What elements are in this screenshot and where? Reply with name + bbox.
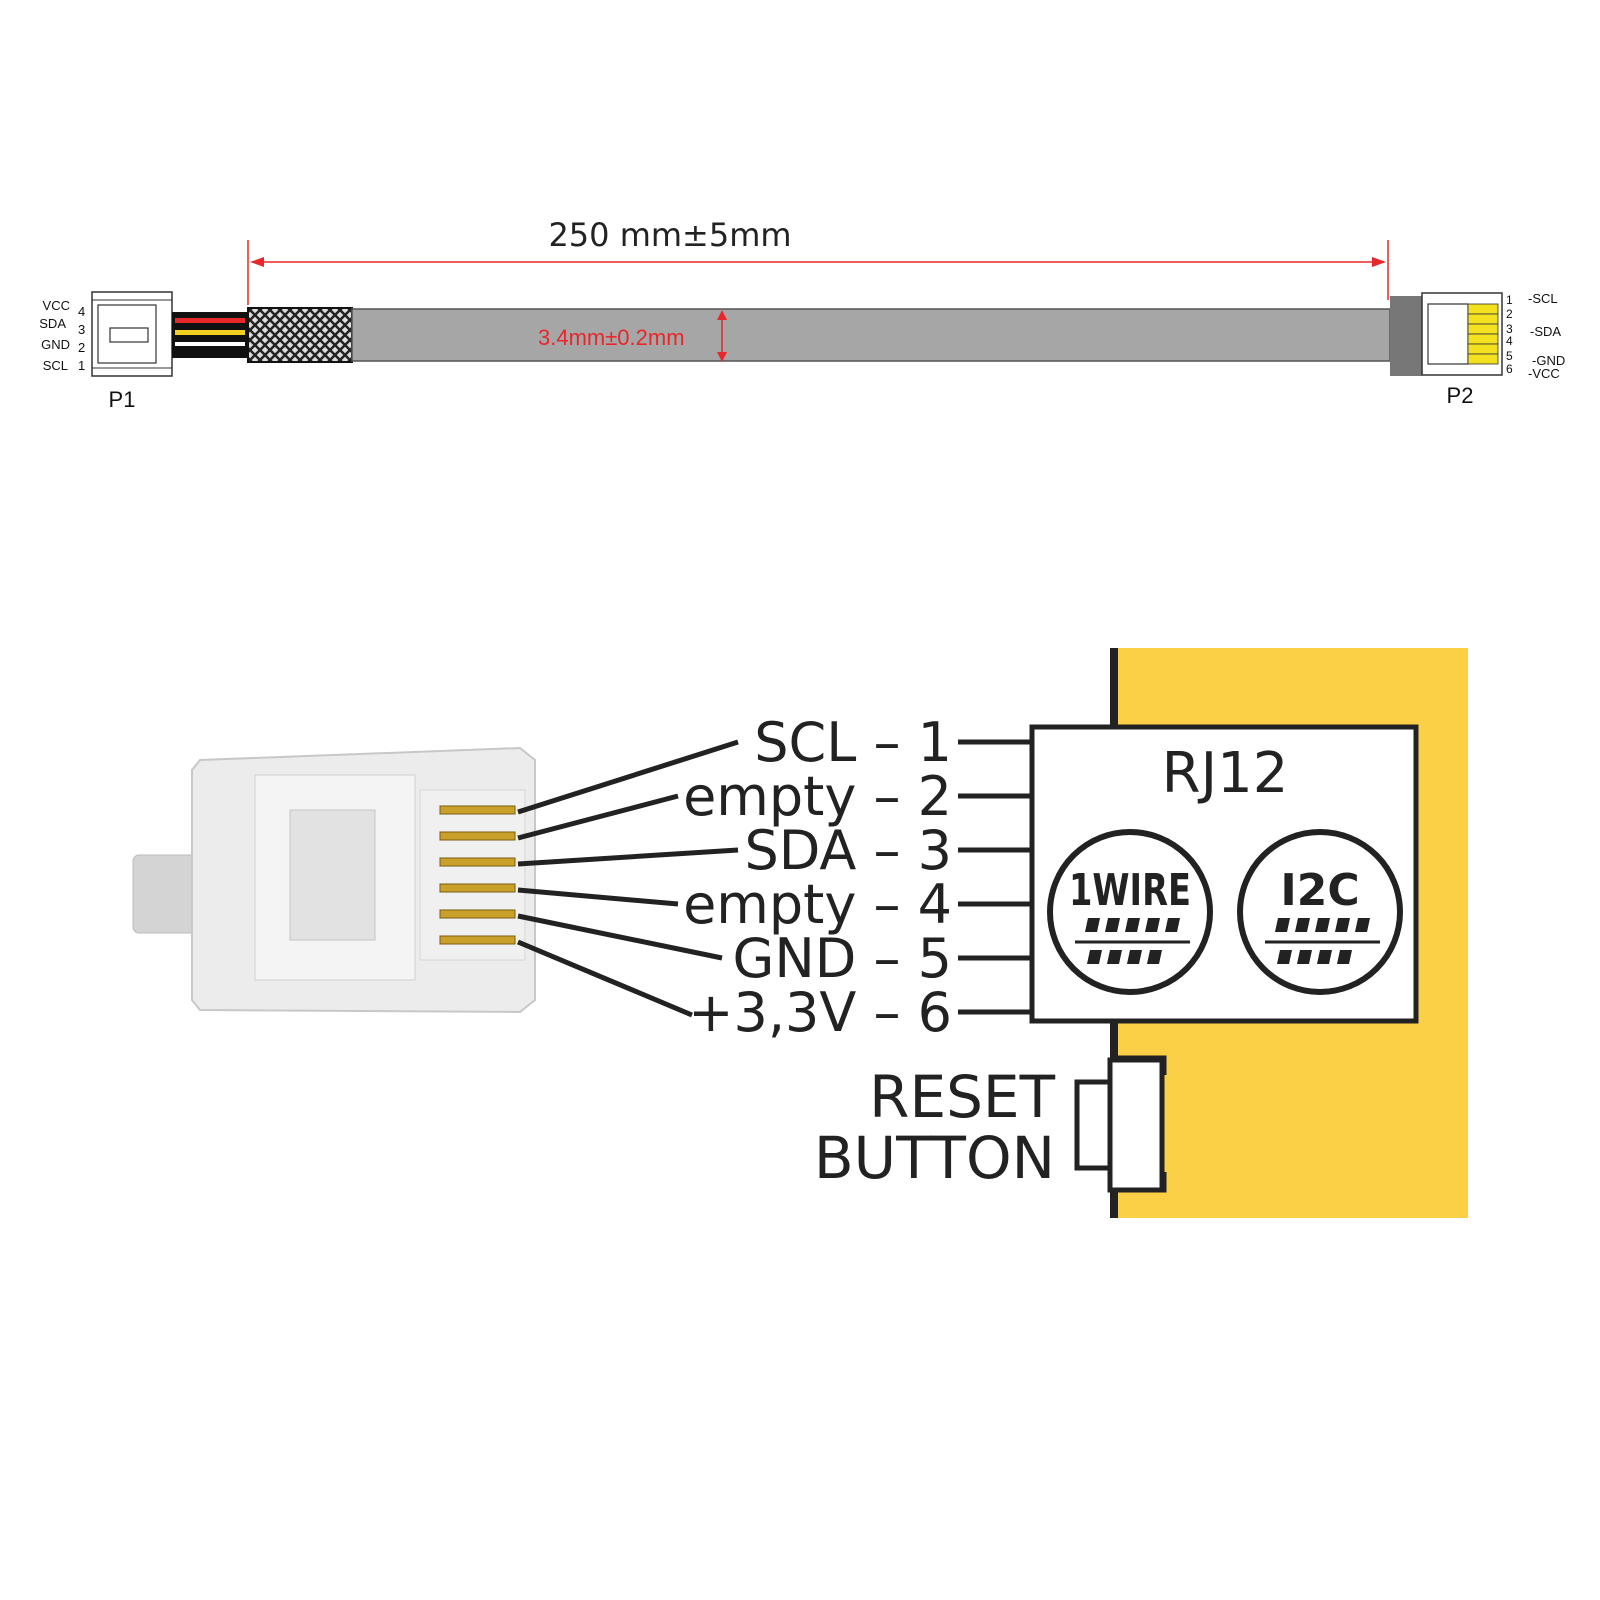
p2-pin-number: 3 <box>1506 322 1513 336</box>
length-dimension <box>247 240 1389 305</box>
p1-pin-labels: VCC 4 SDA 3 GND 2 SCL 1 <box>39 298 85 373</box>
p2-pin-number: 5 <box>1506 349 1513 363</box>
p2-label: P2 <box>1447 383 1474 408</box>
length-label: 250 mm±5mm <box>548 216 791 254</box>
p1-pin-name: GND <box>41 337 70 352</box>
rj12-label: RJ12 <box>1162 741 1289 806</box>
pin-label-3: SDA – 3 <box>744 819 952 882</box>
pin-label-4: empty – 4 <box>683 873 952 936</box>
p1-pin-name: VCC <box>43 298 70 313</box>
badge-1wire: 1WIRE <box>1047 829 1213 995</box>
pin-label-2: empty – 2 <box>683 765 952 828</box>
pin-label-5: GND – 5 <box>732 927 952 990</box>
p1-pin-name: SCL <box>43 358 68 373</box>
pin-labels: SCL – 1 empty – 2 SDA – 3 empty – 4 GND … <box>683 711 952 1044</box>
socket-pin-lines <box>958 739 1032 1015</box>
badge-i2c-label: I2C <box>1280 865 1359 916</box>
diameter-label: 3.4mm±0.2mm <box>538 325 685 350</box>
p2-pin-name: -SCL <box>1528 291 1558 306</box>
cable-body <box>351 308 1391 362</box>
diameter-dimension <box>717 310 727 362</box>
p2-connector <box>1421 292 1503 376</box>
plug-leads <box>517 739 739 1018</box>
reset-button[interactable] <box>1074 1055 1167 1193</box>
p1-pin-number: 3 <box>78 322 85 337</box>
p2-pin-name: -GND <box>1532 353 1565 368</box>
p1-label: P1 <box>109 387 136 412</box>
p2-pin-number: 4 <box>1506 334 1513 348</box>
p2-boot <box>1390 296 1422 376</box>
p1-pin-number: 2 <box>78 340 85 355</box>
badge-1wire-label: 1WIRE <box>1069 865 1191 916</box>
p2-pin-number: 6 <box>1506 362 1513 376</box>
p2-pin-numbers: 1 2 3 4 5 6 <box>1506 293 1513 376</box>
p1-wires <box>172 312 248 358</box>
p1-connector <box>91 291 173 377</box>
p2-pin-name: -VCC <box>1528 366 1560 381</box>
p2-pin-names: -SCL -SDA -GND -VCC <box>1528 291 1565 381</box>
p1-pin-name: SDA <box>39 316 66 331</box>
p2-pin-number: 2 <box>1506 307 1513 321</box>
plug-contacts <box>439 805 516 945</box>
pin-label-6: +3,3V – 6 <box>688 981 952 1044</box>
badge-i2c: I2C <box>1237 829 1403 995</box>
braided-sleeve <box>247 307 353 363</box>
network-icon <box>1075 918 1190 964</box>
p2-pin-name: -SDA <box>1530 324 1561 339</box>
pin-label-1: SCL – 1 <box>754 711 952 774</box>
p1-pin-number: 1 <box>78 358 85 373</box>
p1-pin-number: 4 <box>78 304 85 319</box>
network-icon <box>1265 918 1380 964</box>
rj12-plug <box>132 746 536 1014</box>
reset-label-line2: BUTTON <box>814 1124 1055 1192</box>
p2-pin-number: 1 <box>1506 293 1513 307</box>
reset-label-line1: RESET <box>869 1063 1055 1131</box>
